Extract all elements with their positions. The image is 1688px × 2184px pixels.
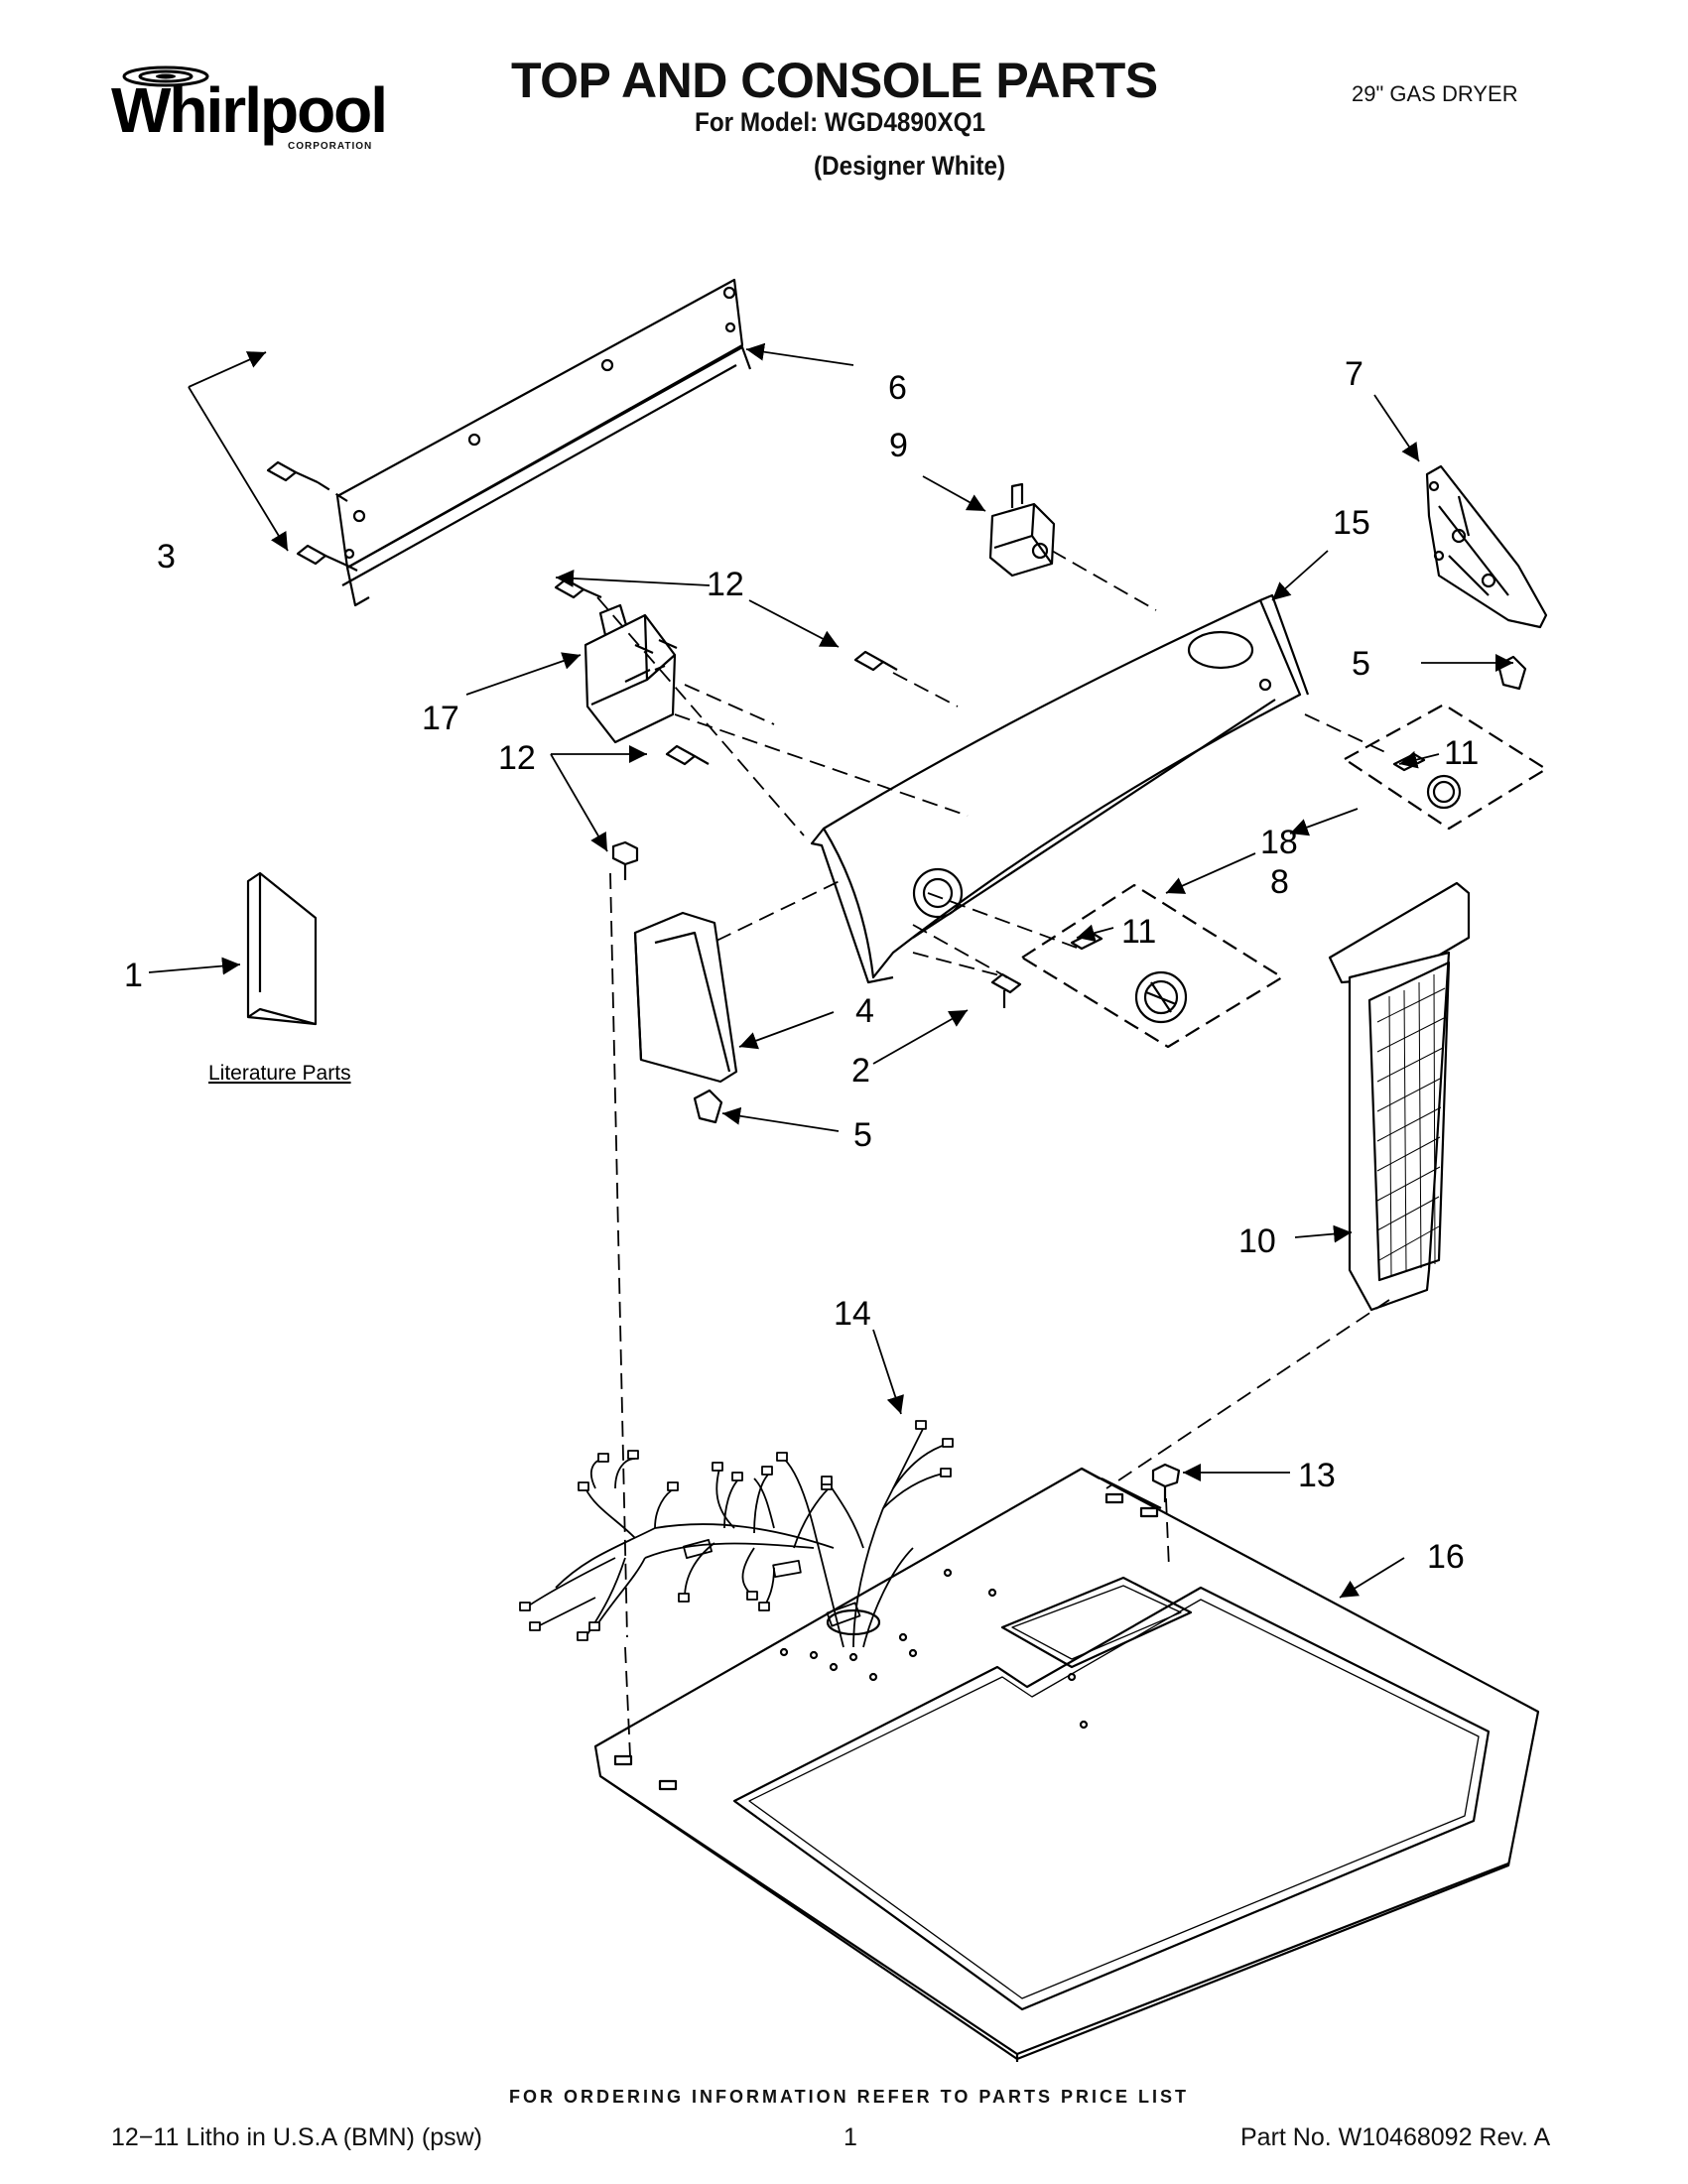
part-hinge-bracket-7	[1425, 464, 1548, 629]
litho-info: 12−11 Litho in U.S.A (BMN) (psw)	[111, 2123, 482, 2151]
callout-11-top: 11	[1444, 734, 1479, 772]
callout-14: 14	[834, 1295, 871, 1333]
callout-7: 7	[1345, 355, 1363, 393]
part-number: Part No. W10468092 Rev. A	[1240, 2123, 1551, 2151]
page-number: 1	[844, 2123, 857, 2151]
part-switch-9	[988, 482, 1056, 578]
callout-13: 13	[1298, 1457, 1336, 1494]
part-screw-13	[1151, 1463, 1181, 1502]
part-timer-17	[584, 603, 678, 744]
callout-leaders	[148, 342, 1513, 1599]
logo-swirl-icon	[122, 65, 209, 87]
callout-18: 18	[1260, 824, 1298, 861]
brand-sub: CORPORATION	[288, 141, 373, 152]
page-title: TOP AND CONSOLE PARTS	[511, 53, 1158, 108]
assembly-lines	[596, 550, 1390, 1757]
callout-2: 2	[851, 1052, 870, 1090]
part-knob-kit-8	[1020, 883, 1284, 1049]
part-screw-2	[990, 972, 1022, 1008]
literature-parts-label: Literature Parts	[208, 1062, 351, 1085]
model-number: For Model: WGD4890XQ1	[695, 107, 986, 137]
callout-5-bottom: 5	[853, 1116, 872, 1154]
callout-numbers: 1 2 3 4 5 5 6 7 8 9 10 11 11 12 12 13 14…	[124, 355, 1479, 1576]
part-wire-harness-14	[519, 1420, 954, 1648]
callout-10: 10	[1238, 1222, 1276, 1260]
leader-dashed-3	[317, 481, 358, 572]
part-rear-bracket	[335, 278, 752, 607]
brand-name: Whirlpool	[111, 74, 388, 146]
callout-6: 6	[888, 369, 907, 407]
callout-17: 17	[422, 700, 459, 737]
callout-15: 15	[1333, 504, 1370, 542]
callout-1: 1	[124, 957, 143, 994]
part-top-16	[593, 1467, 1540, 2062]
color-name: (Designer White)	[814, 151, 1006, 181]
part-console-panel	[810, 593, 1310, 984]
part-literature-1	[246, 871, 318, 1026]
callout-16: 16	[1427, 1538, 1465, 1576]
callout-8: 8	[1270, 863, 1289, 901]
callout-9: 9	[889, 427, 908, 464]
callout-11-bottom: 11	[1121, 913, 1156, 951]
part-lint-screen-10	[1328, 881, 1471, 1312]
callout-12-left: 12	[498, 739, 536, 777]
brand-logo: Whirlpool CORPORATION	[111, 60, 388, 159]
callout-12-top: 12	[707, 566, 744, 603]
callout-4: 4	[855, 992, 874, 1030]
callout-5-top: 5	[1352, 645, 1370, 683]
callout-3: 3	[157, 538, 176, 576]
part-end-cap-4	[633, 911, 738, 1084]
product-type: 29" GAS DRYER	[1352, 81, 1518, 106]
ordering-note: FOR ORDERING INFORMATION REFER TO PARTS …	[509, 2087, 1190, 2107]
part-screws-3	[266, 460, 348, 568]
